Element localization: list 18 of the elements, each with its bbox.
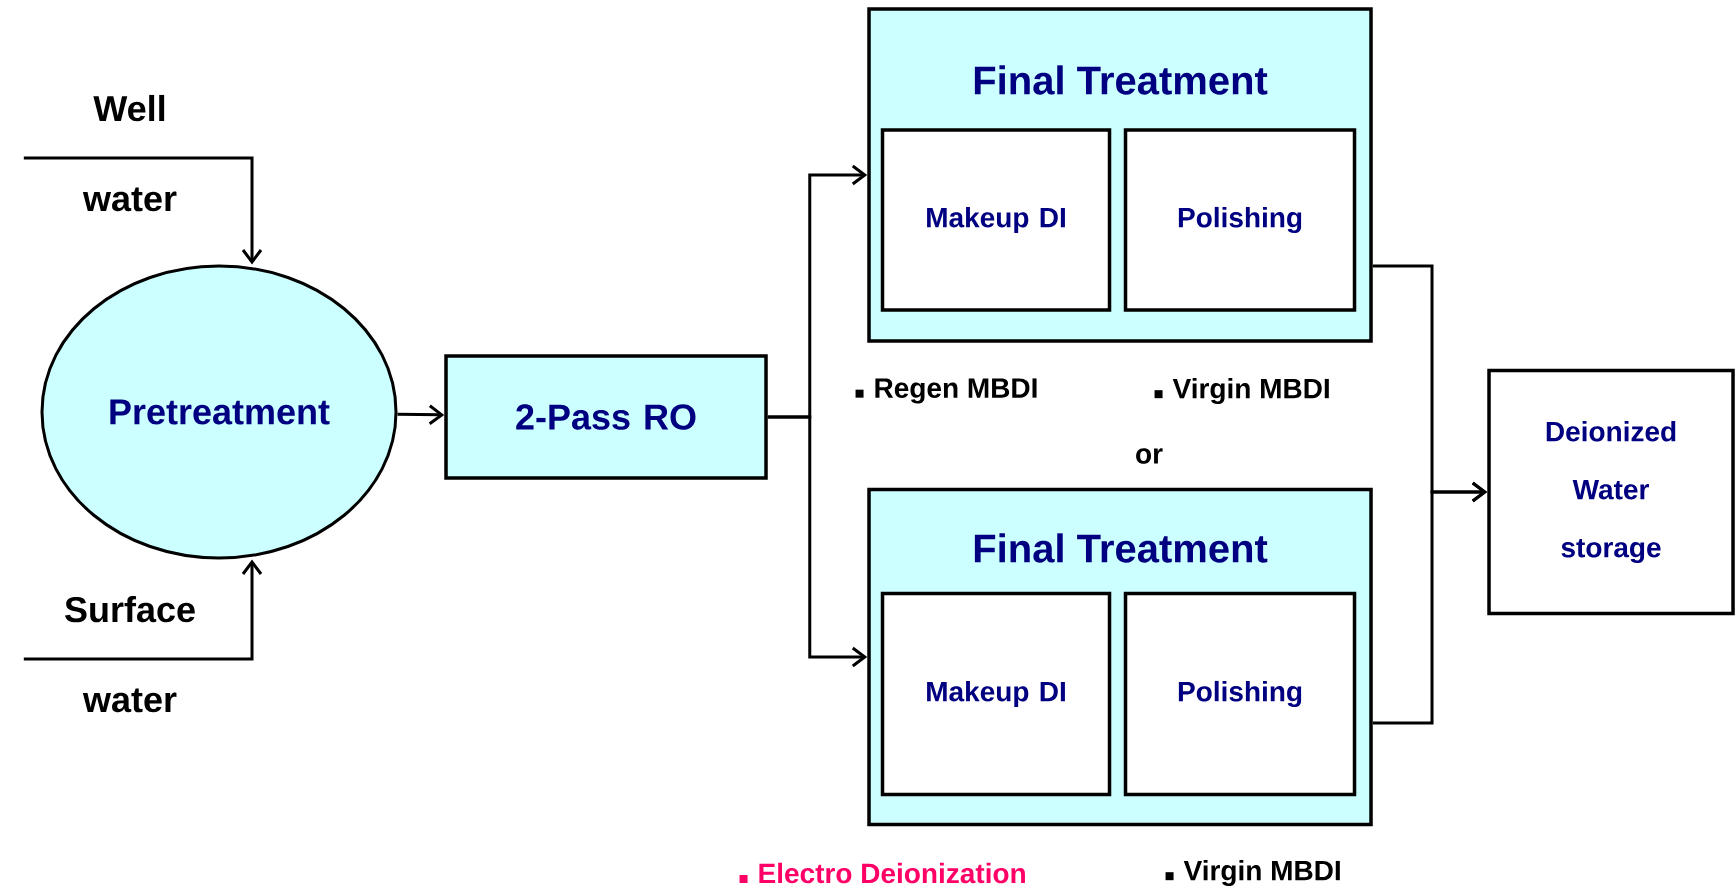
note-text: or xyxy=(1136,448,1163,464)
arrow xyxy=(1372,481,1488,725)
arrow xyxy=(397,404,445,425)
process-box: Makeup DI xyxy=(880,591,1112,797)
bullet-item: Virgin MBDI xyxy=(1154,377,1329,405)
process-box: Polishing xyxy=(1123,128,1357,312)
bullet-item: Electro Deionization xyxy=(739,862,1025,884)
process-box: Polishing xyxy=(1123,591,1357,797)
arrow xyxy=(767,415,868,668)
bullet-item: Virgin MBDI xyxy=(1165,859,1340,887)
source-label: Surface water xyxy=(65,595,195,713)
source-label: Well water xyxy=(82,94,177,212)
bullet-item: Regen MBDI xyxy=(855,378,1037,404)
process-box: 2-Pass RO xyxy=(444,354,768,480)
process-box: Makeup DI xyxy=(880,128,1112,312)
arrow xyxy=(23,156,263,265)
arrow xyxy=(23,559,263,661)
storage-box: Deionized Water storage xyxy=(1487,368,1735,616)
